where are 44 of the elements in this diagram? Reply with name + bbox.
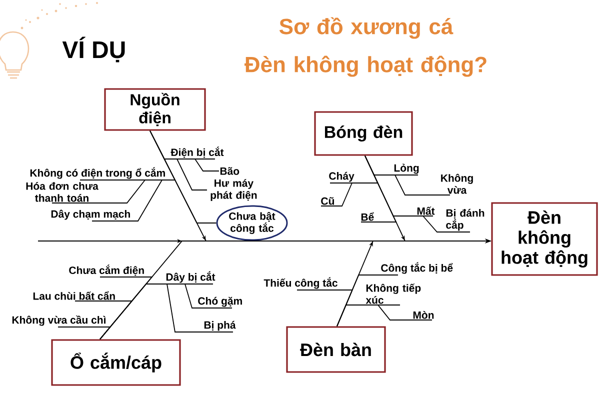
cause-label: Điện bị cắt	[170, 146, 224, 158]
cause-label: Dây bị cắt	[166, 271, 216, 283]
branch-line	[166, 284, 234, 332]
cause-label: Hư máy phát điện	[210, 179, 257, 201]
cause-label: Không vừa	[441, 174, 473, 194]
cause-label: Công tắc bị bể	[381, 262, 453, 274]
cause-label: Dây chạm mạch	[51, 210, 130, 220]
category-box: Nguồn điện	[104, 88, 206, 131]
category-box: Đèn bàn	[286, 326, 386, 373]
branch-line	[176, 158, 208, 190]
branch-line	[394, 174, 450, 196]
heading: VÍ DỤ	[62, 36, 125, 62]
branch-line	[422, 216, 470, 232]
cause-label: Không có điện trong ổ cắm	[30, 167, 165, 179]
branch-line	[194, 158, 220, 172]
cause-label: Mòn	[413, 311, 434, 319]
cause-label: Thiếu công tắc	[264, 277, 338, 289]
cause-label: Cháy	[329, 172, 354, 182]
branch-line	[52, 180, 146, 204]
cause-label: Bị đánh cắp	[446, 208, 484, 231]
cause-label: Hóa đơn chưa thanh toán	[26, 182, 98, 202]
cause-label: Lỏng	[394, 164, 419, 174]
problem-box: Đèn không hoạt động	[491, 202, 598, 276]
branch-line	[336, 304, 400, 327]
cause-label: Không tiếp xúc	[366, 284, 421, 304]
cause-label: Không vừa cầu chì	[12, 316, 106, 326]
branch-line	[364, 155, 434, 216]
branch-line	[92, 180, 162, 222]
cause-label: Cũ	[321, 197, 334, 205]
branch-line	[184, 284, 232, 308]
branch-line	[150, 130, 217, 224]
category-box: Bóng đèn	[314, 111, 413, 156]
cause-label: Chó gặm	[198, 296, 242, 307]
cause-label: Chưa cắm điện	[69, 264, 144, 276]
cause-label: Bão	[220, 167, 240, 175]
cause-label: Lau chùi bất cẩn	[33, 291, 115, 300]
cause-label: Bể	[361, 212, 374, 221]
cause-label: Mất	[417, 206, 435, 215]
cause-label: Bị phá	[204, 320, 236, 331]
branch-line	[320, 182, 352, 206]
branch-line	[378, 304, 432, 320]
branch-line	[100, 284, 214, 340]
title: Sơ đồ xương cá Đèn không hoạt động?	[244, 17, 486, 77]
category-box: Ổ cắm/cáp	[51, 339, 181, 386]
